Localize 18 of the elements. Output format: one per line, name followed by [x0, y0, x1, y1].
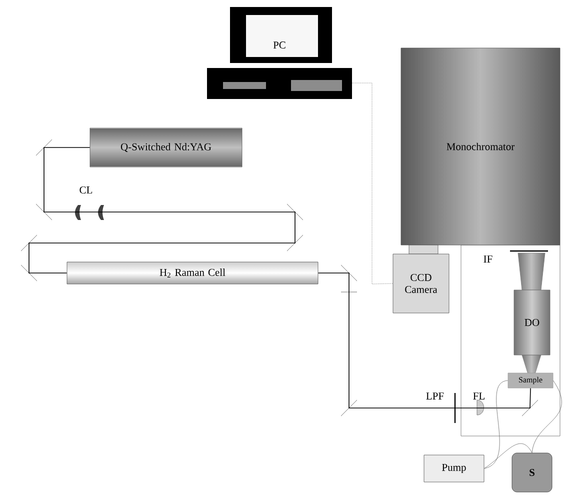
tube: [484, 380, 508, 469]
monochromator-box: Monochromator: [400, 48, 560, 246]
part-label: CL: [80, 186, 92, 194]
sample-box: Sample: [508, 372, 554, 388]
part-label: IF: [484, 256, 492, 262]
raman-cell: H$_{2}$ Raman Cell: [66, 262, 318, 284]
part-label: LPF: [426, 392, 444, 400]
laser-beam: [28, 147, 296, 274]
source-box: S: [512, 452, 552, 492]
computer-drawing: PC: [207, 7, 352, 99]
tube: [484, 444, 532, 469]
pump-box: Pump: [424, 454, 484, 482]
part-label: FL: [473, 392, 484, 400]
cable: [352, 82, 393, 284]
laser-box: Q-Switched Nd:YAG: [90, 128, 242, 168]
laser-beam: [318, 272, 531, 408]
camera-box: CCD Camera: [392, 244, 450, 314]
tube: [532, 380, 562, 453]
